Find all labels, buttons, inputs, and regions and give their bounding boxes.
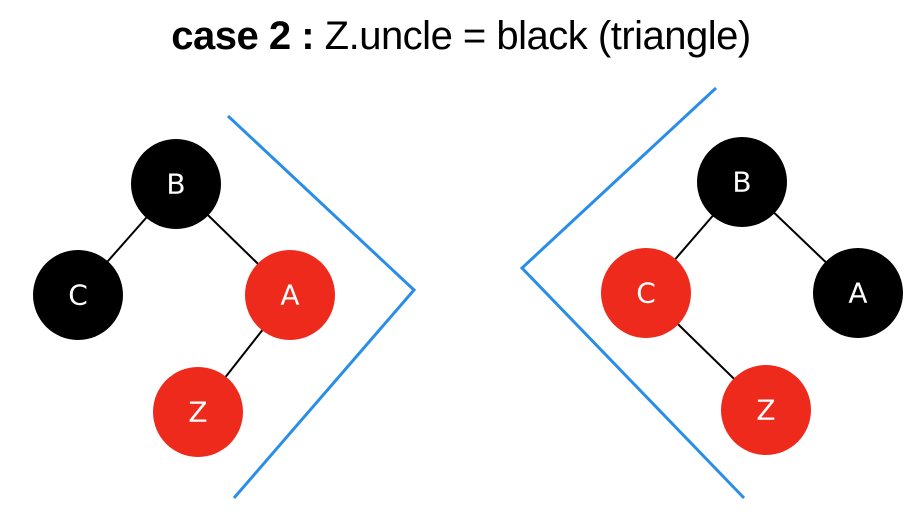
right-node-b: B <box>697 137 787 227</box>
right-tree: B C A Z <box>601 137 903 455</box>
right-node-a-label: A <box>848 277 867 310</box>
diagram-title: case 2 : Z.uncle = black (triangle) <box>0 14 922 59</box>
right-node-c-label: C <box>636 277 656 310</box>
left-node-z-label: Z <box>188 396 207 429</box>
right-node-b-label: B <box>732 166 751 199</box>
right-node-b-circle <box>697 137 787 227</box>
right-node-a: A <box>813 248 903 338</box>
title-case-label: case 2 : <box>171 14 315 58</box>
left-tree: B C A Z <box>33 139 335 457</box>
left-node-c: C <box>33 250 123 340</box>
left-node-z-circle <box>153 367 243 457</box>
right-node-a-circle <box>813 248 903 338</box>
right-node-z-label: Z <box>756 394 775 427</box>
right-node-c-circle <box>601 248 691 338</box>
right-node-z: Z <box>721 365 811 455</box>
right-chevron <box>226 114 417 499</box>
left-node-b-label: B <box>166 168 185 201</box>
left-node-a: A <box>245 250 335 340</box>
left-node-c-label: C <box>68 279 88 312</box>
right-node-c: C <box>601 248 691 338</box>
left-node-b-circle <box>131 139 221 229</box>
left-chevron <box>519 86 746 500</box>
right-node-z-circle <box>721 365 811 455</box>
left-node-b: B <box>131 139 221 229</box>
left-node-z: Z <box>153 367 243 457</box>
title-condition: Z.uncle = black (triangle) <box>314 14 752 58</box>
left-node-a-label: A <box>280 279 299 312</box>
left-node-a-circle <box>245 250 335 340</box>
left-node-c-circle <box>33 250 123 340</box>
